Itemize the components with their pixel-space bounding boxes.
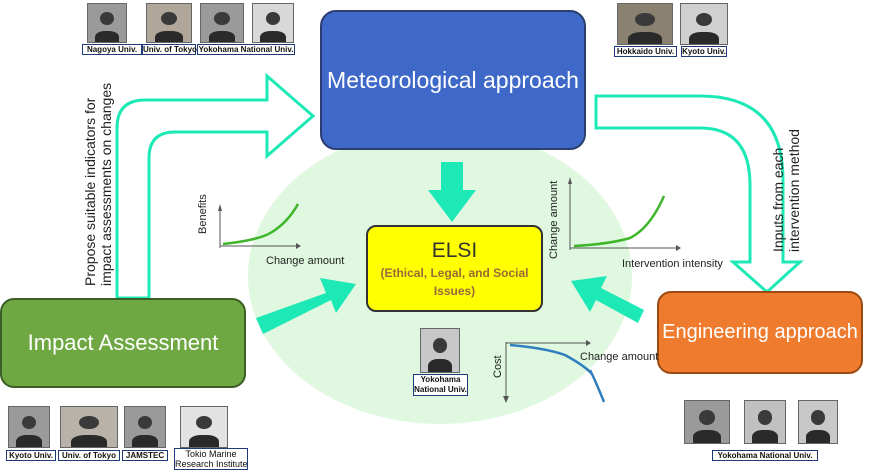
affil-bottom-left-3: JAMSTEC [122, 450, 168, 461]
photo-bottom-left-3 [124, 406, 166, 448]
arrow-engineering-to-elsi [571, 276, 644, 323]
graph2-x-label: Intervention intensity [622, 258, 723, 270]
photo-top-left-3 [200, 3, 244, 43]
graph1-y-label: Benefits [197, 194, 209, 234]
photo-bottom-right-3 [798, 400, 838, 444]
photo-bottom-left-4 [180, 406, 228, 448]
affil-center-line1: Yokohama [420, 375, 461, 384]
affil-top-right-1: Hokkaido Univ. [614, 46, 677, 57]
left-arrow-label-line1: Propose suitable indicators for [82, 97, 98, 286]
graph-intervention [568, 177, 681, 251]
arrow-down-to-elsi [428, 162, 476, 222]
arrow-meteorological-to-engineering [594, 94, 804, 295]
photo-top-left-1 [87, 3, 127, 43]
graph1-x-label: Change amount [266, 255, 345, 267]
elsi-subtitle-line1: (Ethical, Legal, and Social [380, 265, 529, 280]
left-arrow-label: Propose suitable indicators for impact a… [82, 83, 114, 286]
affil-center-line2: National Univ. [414, 385, 467, 394]
meteorological-approach-box: Meteorological approach [320, 10, 586, 150]
graph3-x-label: Change amount [580, 351, 659, 363]
photo-top-right-1 [617, 3, 673, 45]
photo-top-left-2 [146, 3, 192, 43]
impact-assessment-box: Impact Assessment [0, 298, 246, 388]
right-arrow-label-line2: intervention method [786, 129, 802, 252]
photo-top-left-4 [252, 3, 294, 43]
graph3-y-label: Cost [492, 355, 504, 378]
right-arrow-label: Inputs from each intervention method [770, 129, 802, 252]
affil-center: Yokohama National Univ. [413, 374, 468, 396]
elsi-subtitle-line2: Issues) [433, 283, 476, 298]
affil-bottom-left-4: Tokio Marine Research Institute [174, 448, 248, 470]
elsi-box: ELSI (Ethical, Legal, and Social Issues) [366, 225, 543, 312]
affil-bottom-left-4-line1: Tokio Marine [185, 449, 237, 459]
graph-benefits [218, 203, 301, 249]
arrow-impact-to-elsi [256, 278, 356, 334]
photo-bottom-right-1 [684, 400, 730, 444]
graph2-y-label: Change amount [548, 180, 560, 259]
meteorological-approach-label: Meteorological approach [327, 66, 579, 93]
affil-bottom-left-2: Univ. of Tokyo [58, 450, 120, 461]
elsi-title: ELSI [431, 238, 478, 262]
photo-bottom-right-2 [744, 400, 786, 444]
arrow-impact-to-meteorological [115, 72, 316, 300]
affil-top-left-1: Nagoya Univ. [82, 44, 142, 55]
affil-bottom-left-1: Kyoto Univ. [6, 450, 56, 461]
photo-center [420, 328, 460, 373]
graph-cost [503, 340, 606, 403]
engineering-approach-box: Engineering approach [657, 291, 863, 374]
right-arrow-label-line1: Inputs from each [770, 147, 786, 252]
engineering-approach-label: Engineering approach [662, 321, 858, 343]
impact-assessment-label: Impact Assessment [27, 330, 219, 355]
affil-top-left-2: Univ. of Tokyo [142, 44, 197, 55]
affil-top-right-2: Kyoto Univ. [681, 46, 727, 57]
affil-bottom-right: Yokohama National Univ. [712, 450, 818, 461]
photo-bottom-left-1 [8, 406, 50, 448]
photo-top-right-2 [680, 3, 728, 45]
left-arrow-label-line2: impact assessments on changes [98, 82, 114, 286]
photo-bottom-left-2 [60, 406, 118, 448]
affil-bottom-left-4-line2: Research Institute [175, 459, 248, 469]
affil-top-left-3: Yokohama National Univ. [197, 44, 295, 55]
